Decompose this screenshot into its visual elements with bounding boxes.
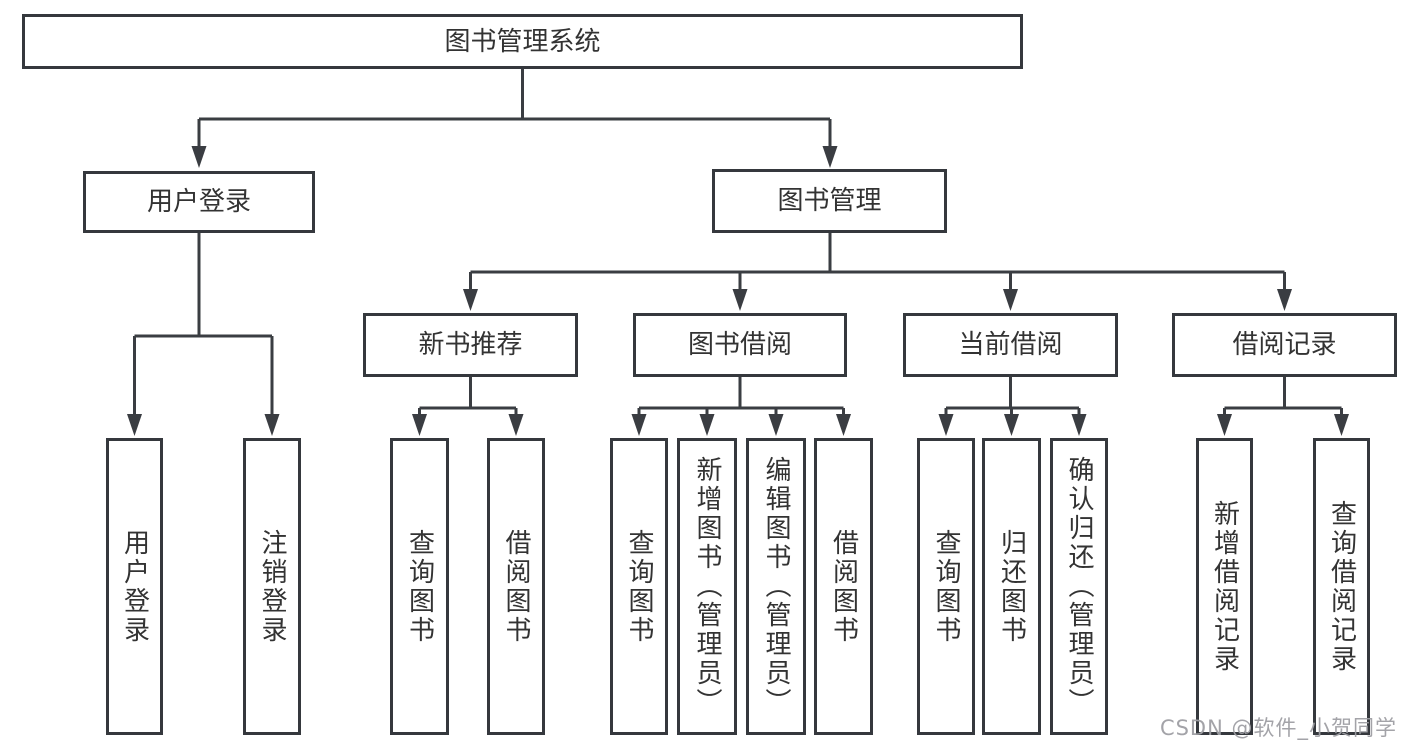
- leaf-confirm-return-admin: 确认归还（管理员）: [1050, 438, 1108, 735]
- node-book-borrow: 图书借阅: [633, 313, 847, 377]
- leaf-query-books-current: 查询图书: [917, 438, 975, 735]
- leaf-add-book-admin: 新增图书（管理员）: [677, 438, 737, 735]
- node-new-book-recommend: 新书推荐: [363, 313, 578, 377]
- leaf-query-books-recommend: 查询图书: [390, 438, 449, 735]
- node-user-login: 用户登录: [83, 171, 315, 233]
- leaf-logout: 注销登录: [243, 438, 301, 735]
- connector-user-login: [127, 233, 280, 436]
- leaf-borrow-books-recommend: 借阅图书: [487, 438, 545, 735]
- connector-current-borrow: [938, 377, 1087, 436]
- leaf-edit-book-admin: 编辑图书（管理员）: [746, 438, 806, 735]
- connector-book-management: [463, 233, 1292, 311]
- connector-root: [191, 69, 838, 168]
- node-book-management: 图书管理: [712, 169, 947, 233]
- leaf-query-books-borrow: 查询图书: [610, 438, 668, 735]
- connector-borrow-records: [1217, 377, 1349, 436]
- node-current-borrow: 当前借阅: [903, 313, 1118, 377]
- leaf-return-book: 归还图书: [982, 438, 1041, 735]
- node-root: 图书管理系统: [22, 14, 1023, 69]
- leaf-user-login: 用户登录: [106, 438, 163, 735]
- leaf-borrow-books: 借阅图书: [814, 438, 873, 735]
- leaf-query-borrow-record: 查询借阅记录: [1313, 438, 1370, 735]
- connector-book-borrow: [631, 377, 851, 436]
- connector-new-book-recommend: [412, 377, 524, 436]
- node-borrow-records: 借阅记录: [1172, 313, 1397, 377]
- leaf-add-borrow-record: 新增借阅记录: [1196, 438, 1253, 735]
- watermark: CSDN @软件_小贺同学: [1159, 716, 1397, 740]
